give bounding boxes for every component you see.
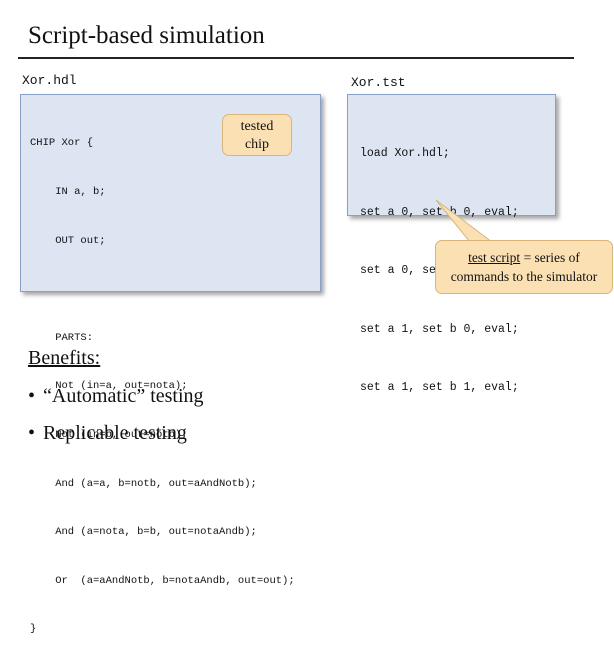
hdl-line <box>30 281 320 297</box>
tst-line: set a 1, set b 0, eval; <box>360 322 519 336</box>
hdl-line: And (a=nota, b=b, out=notaAndb); <box>30 526 257 539</box>
benefit-item: • “Automatic” testing <box>28 385 204 408</box>
hdl-line: Not (in=a, out=nota); <box>30 380 188 393</box>
callout-text: commands to the simulator <box>450 269 598 284</box>
tst-line: load Xor.hdl; <box>360 147 450 160</box>
hdl-line: } <box>30 623 37 636</box>
hdl-filename: Xor.hdl <box>22 73 77 88</box>
benefit-item: • Replicable testing <box>28 422 187 445</box>
callout-text: chip <box>244 137 270 152</box>
tested-chip-callout: tested chip <box>222 114 292 156</box>
callout-text: test script = series of <box>436 248 612 267</box>
tst-line: set a 1, set b 1, eval; <box>360 381 519 394</box>
bullet-icon: • <box>28 422 36 444</box>
hdl-line: Not (in=b, out=notb); <box>30 428 188 441</box>
benefit-text: Replicable testing <box>43 422 187 444</box>
benefits-heading: Benefits: <box>28 347 101 369</box>
bullet-icon: • <box>28 385 36 407</box>
callout-rest: = series of <box>520 250 580 265</box>
tst-filename: Xor.tst <box>351 75 406 90</box>
hdl-line: CHIP Xor { <box>30 137 94 150</box>
callout-underlined: test script <box>468 250 521 265</box>
benefit-text: “Automatic” testing <box>43 385 204 407</box>
callout-text: tested <box>240 119 274 134</box>
hdl-line: Or (a=aAndNotb, b=notaAndb, out=out); <box>30 574 295 587</box>
hdl-line: OUT out; <box>30 234 106 247</box>
slide-title: Script-based simulation <box>28 22 265 49</box>
hdl-line: IN a, b; <box>30 186 106 198</box>
hdl-line: PARTS: <box>30 331 94 344</box>
test-script-callout: test script = series of commands to the … <box>435 240 613 294</box>
tst-code-box: load Xor.hdl; set a 0, set b 0, eval; se… <box>347 94 556 394</box>
title-divider <box>18 57 574 59</box>
tst-line: set a 0, set b 0, eval; <box>360 205 519 219</box>
